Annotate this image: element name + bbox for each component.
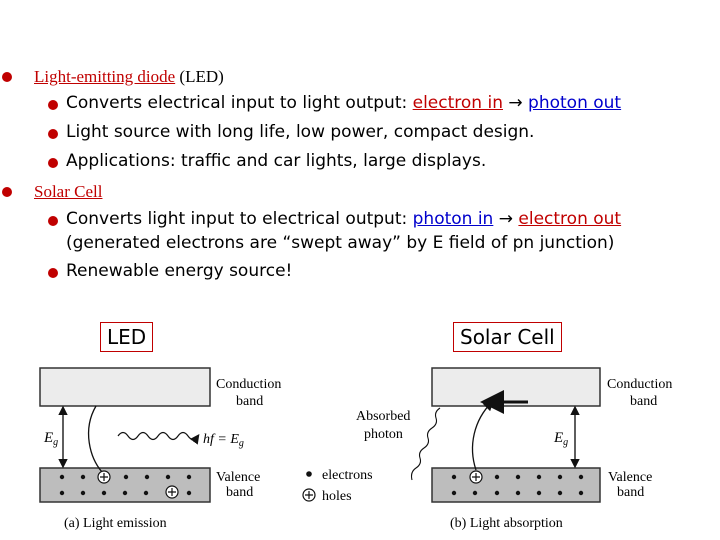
absorbed-photon-label: photon [364, 427, 403, 442]
electrons-dots [59, 474, 192, 496]
solar-cell-label-box: Solar Cell [453, 322, 562, 352]
panel-light-absorption: Conduction band Valence band Eg Absorbed… [356, 367, 672, 531]
valence-band-label: band [226, 485, 253, 500]
solar-heading: Solar Cell [34, 183, 102, 200]
bullet-icon [48, 216, 58, 226]
conduction-band-label: Conduction [607, 377, 672, 392]
bullet-icon [2, 72, 12, 82]
valence-band-label: Valence [216, 470, 260, 485]
conduction-band-label: band [236, 394, 263, 409]
hole-icon [469, 470, 483, 484]
valence-band-label: band [617, 485, 644, 500]
electron-out-term: electron out [518, 209, 622, 229]
solar-item-1: Converts light input to electrical outpu… [66, 211, 621, 228]
legend-holes-label: holes [322, 489, 352, 504]
photon-in-term: photon in [412, 209, 494, 229]
caption-light-absorption: (b) Light absorption [450, 516, 563, 531]
conduction-band-rect [39, 367, 211, 407]
solar-item-2: Renewable energy source! [66, 261, 293, 281]
photon-energy-label: hf = Eg [203, 432, 244, 449]
electron-legend-icon [306, 471, 312, 477]
energy-gap-label: Eg [553, 430, 568, 448]
band-diagram: Conduction band Valence band Eg hf = Eg [39, 367, 672, 531]
arrow-icon: → [502, 93, 529, 113]
panel-light-emission: Conduction band Valence band Eg hf = Eg [39, 367, 281, 531]
solar-item-1-line2: (generated electrons are “swept away” by… [66, 233, 615, 253]
led-heading-suffix: (LED) [175, 67, 224, 86]
excitation-path [471, 400, 494, 471]
conduction-band-label: Conduction [216, 377, 281, 392]
hole-legend-icon [302, 488, 316, 502]
photon-out-term: photon out [528, 93, 622, 113]
bullet-icon [2, 187, 12, 197]
valence-band-label: Valence [608, 470, 652, 485]
led-heading: Light-emitting diode (LED) [34, 68, 224, 85]
electron-in-term: electron in [412, 93, 503, 113]
solar-heading-link[interactable]: Solar Cell [34, 182, 103, 201]
bullet-icon [48, 129, 58, 139]
absorbed-photon-label: Absorbed [356, 409, 410, 424]
led-item-2: Light source with long life, low power, … [66, 122, 535, 142]
valence-band-rect [431, 467, 601, 503]
bullet-icon [48, 100, 58, 110]
photon-wave-icon [117, 431, 200, 445]
led-label-box: LED [100, 322, 154, 352]
caption-light-emission: (a) Light emission [64, 516, 167, 531]
legend-electrons-label: electrons [322, 468, 373, 483]
led-item-1: Converts electrical input to light outpu… [66, 95, 621, 112]
photon-wave-icon [410, 407, 441, 481]
recombination-path [88, 405, 103, 473]
hole-icon [165, 485, 179, 499]
bullet-icon [48, 268, 58, 278]
led-heading-link[interactable]: Light-emitting diode [34, 67, 176, 86]
hole-icon [97, 470, 111, 484]
arrow-icon: → [493, 209, 519, 229]
led-item-1-text: Converts electrical input to light outpu… [66, 93, 413, 113]
led-item-3: Applications: traffic and car lights, la… [66, 151, 487, 171]
valence-band-rect [39, 467, 211, 503]
solar-item-1-text: Converts light input to electrical outpu… [66, 209, 413, 229]
bullet-icon [48, 158, 58, 168]
electrons-dots [451, 474, 584, 496]
legend: electrons holes [302, 468, 373, 504]
conduction-band-label: band [630, 394, 657, 409]
conduction-band-rect [431, 367, 601, 407]
energy-gap-label: Eg [43, 430, 58, 448]
